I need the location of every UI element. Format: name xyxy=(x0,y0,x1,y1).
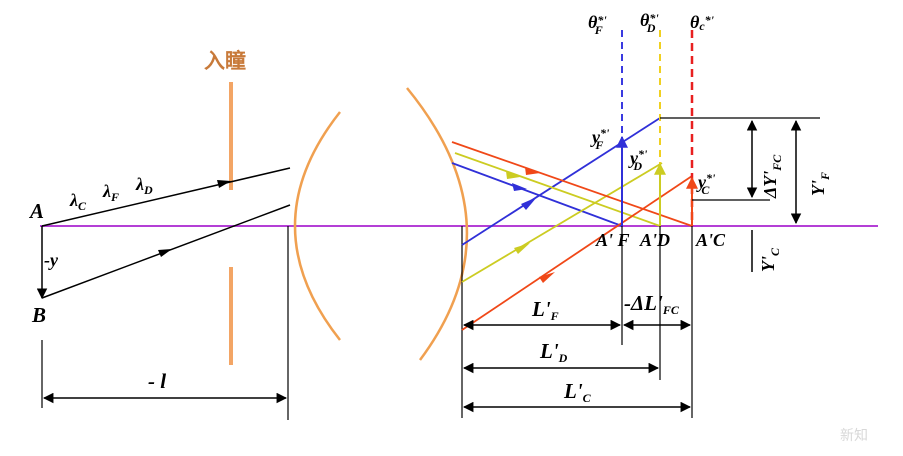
label-lambda-c: λC xyxy=(69,190,87,213)
yellow-arrow-2 xyxy=(514,243,530,254)
yellow-ray-lower xyxy=(461,162,663,283)
label-neg-y: -y xyxy=(44,250,59,270)
label-theta-d: θ*'D xyxy=(640,10,659,35)
object-ray-upper xyxy=(41,167,291,227)
red-ray-upper xyxy=(451,141,693,227)
blue-ray-upper xyxy=(451,162,623,227)
label-entrance-pupil: 入瞳 xyxy=(204,49,246,73)
right-lens xyxy=(406,87,469,361)
left-lens xyxy=(293,111,341,341)
label-b: B xyxy=(31,303,46,327)
label-lambda-d: λD xyxy=(135,174,153,197)
label-delta-y: ΔY'FC xyxy=(760,154,784,199)
label-yf: y*'F xyxy=(590,126,610,152)
label-y-f: Y'F xyxy=(808,172,832,196)
label-l-f: L'F xyxy=(531,297,559,323)
label-l-c: L'C xyxy=(563,379,592,405)
label-lambda-f: λF xyxy=(102,181,119,204)
label-y-c: Y'C xyxy=(758,247,782,272)
label-a-prime-f: A' F xyxy=(595,230,630,250)
red-ray-lower xyxy=(461,175,693,331)
object-ray-lower-arrowhead xyxy=(158,249,172,257)
red-arrow-1 xyxy=(525,167,540,175)
label-a-prime-c: A'C xyxy=(695,230,726,250)
blue-arrow-2 xyxy=(521,197,537,210)
label-a-prime-d: A'D xyxy=(639,230,670,250)
blue-arrow-1 xyxy=(512,183,527,191)
object-ray-upper-arrowhead xyxy=(217,180,231,188)
label-yd: y*'D xyxy=(628,147,648,173)
label-yc: y*'C xyxy=(696,171,716,197)
label-a: A xyxy=(28,199,44,223)
yellow-ray-upper xyxy=(454,152,661,227)
label-theta-c: θc*' xyxy=(690,12,715,33)
red-arrow-2 xyxy=(539,272,555,283)
label-neg-l: - l xyxy=(148,369,166,393)
label-theta-f: θ*'F xyxy=(588,12,607,37)
label-l-d: L'D xyxy=(539,339,568,365)
watermark: 新知 xyxy=(840,427,868,444)
label-delta-l: -ΔL'FC xyxy=(624,291,680,317)
yellow-arrow-1 xyxy=(506,171,520,179)
